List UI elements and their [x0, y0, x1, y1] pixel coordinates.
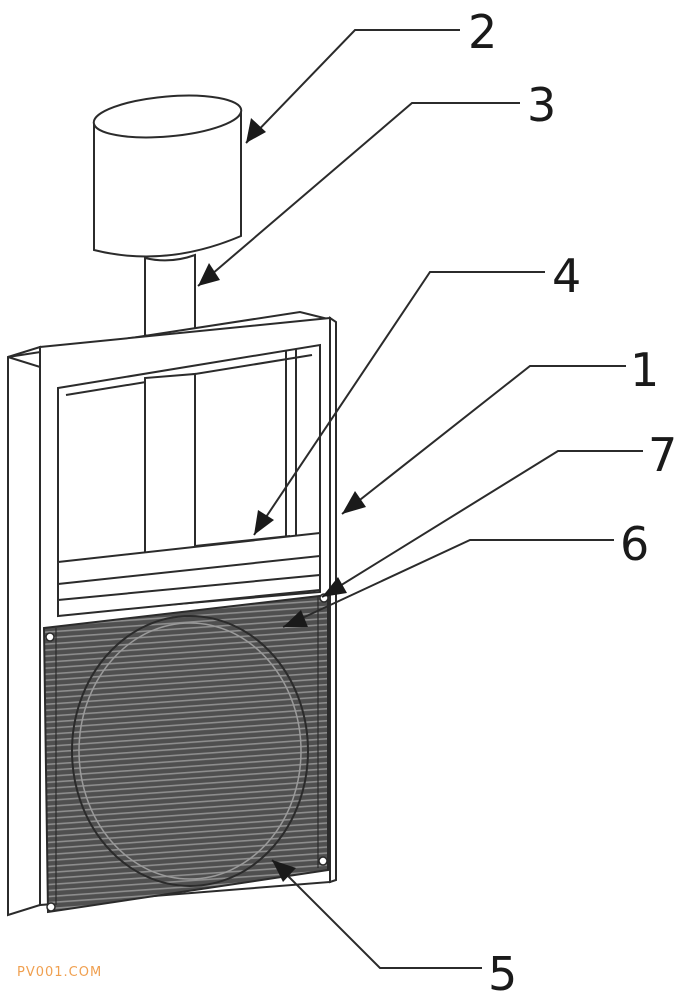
leader-line-3: [197, 102, 520, 287]
arrowhead-3: [198, 263, 220, 286]
mesh-panel: [42, 593, 329, 914]
callout-number-4: 4: [552, 249, 581, 303]
bolt-top-left: [45, 632, 55, 642]
arrowhead-2: [246, 118, 266, 143]
inner-stem: [144, 372, 196, 564]
motor-cylinder: [92, 94, 243, 258]
callout-number-5: 5: [488, 947, 517, 1000]
gate-plate-top: [57, 573, 321, 618]
arrowhead-7: [322, 577, 347, 597]
leader-arrowheads: [198, 118, 366, 882]
leader-lines: [197, 29, 643, 969]
leader-line-2: [245, 29, 460, 144]
leader-line-6: [282, 539, 614, 628]
leader-line-7: [321, 450, 643, 598]
stem-shaft: [144, 253, 196, 341]
callout-number-7: 7: [648, 428, 677, 482]
arrowhead-5: [272, 860, 296, 882]
callout-number-2: 2: [468, 5, 497, 59]
leader-line-1: [341, 365, 626, 515]
bolt-bottom-left: [46, 902, 56, 912]
bolt-bottom-right: [318, 856, 328, 866]
callout-number-6: 6: [620, 517, 649, 571]
callout-number-1: 1: [630, 343, 659, 397]
watermark: PV001.COM: [17, 965, 102, 980]
circular-port: [71, 615, 309, 887]
callout-number-3: 3: [527, 78, 556, 132]
arrowhead-6: [283, 610, 308, 627]
crossbar-guide: [57, 531, 321, 586]
leader-line-5: [271, 859, 482, 969]
arrowhead-4: [254, 510, 274, 535]
arrowhead-1: [342, 491, 366, 514]
leader-line-4: [253, 271, 545, 536]
